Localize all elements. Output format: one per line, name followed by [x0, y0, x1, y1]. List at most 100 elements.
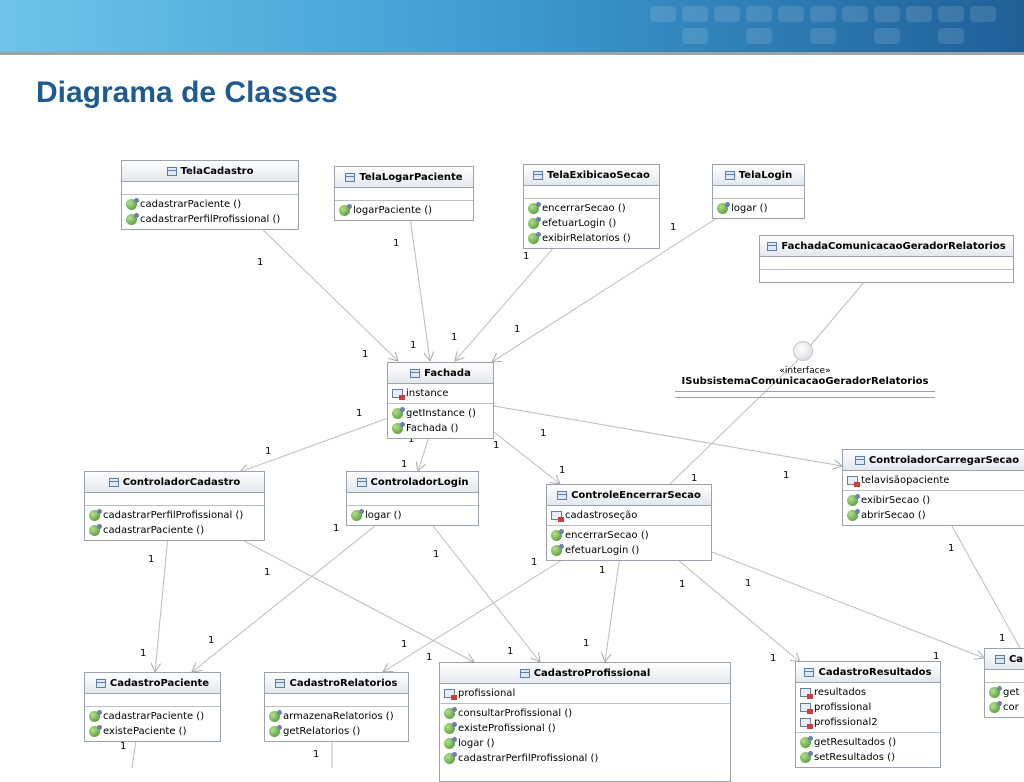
attribute-row[interactable]: resultados [800, 685, 936, 700]
class-fachadacomunicacao[interactable]: FachadaComunicacaoGeradorRelatorios [759, 235, 1014, 283]
multiplicity-label: 1 [540, 428, 546, 439]
attribute-row[interactable]: profissional [444, 686, 726, 701]
class-name: CadastroProfissional [533, 667, 651, 679]
multiplicity-label: 1 [401, 459, 407, 470]
attributes-compartment [760, 257, 1013, 270]
method-row[interactable]: cadastrarPerfilProfissional () [89, 508, 260, 523]
method-row[interactable]: getResultados () [800, 735, 936, 750]
page-title: Diagrama de Classes [36, 76, 338, 109]
method-icon [269, 710, 282, 722]
method-row[interactable]: exibirSecao () [847, 493, 1024, 508]
method-icon [528, 217, 541, 229]
method-row[interactable]: encerrarSecao () [528, 201, 655, 216]
attribute-row[interactable]: profissional [800, 700, 936, 715]
multiplicity-label: 1 [745, 578, 751, 589]
class-telaexibicaosecao[interactable]: TelaExibicaoSecao encerrarSecao ()efetuar… [523, 164, 660, 249]
banner-decoration [874, 6, 900, 22]
method-row[interactable]: cadastrarPaciente () [126, 197, 294, 212]
edge-controladorcadastro-cadastropaciente [155, 535, 169, 672]
attribute-row[interactable]: instance [392, 386, 489, 401]
multiplicity-label: 1 [514, 324, 520, 335]
method-name: Fachada () [406, 423, 459, 434]
class-controladorlogin[interactable]: ControladorLogin logar () [346, 471, 479, 526]
method-row[interactable]: cadastrarPerfilProfissional () [444, 751, 726, 766]
multiplicity-label: 1 [120, 741, 126, 752]
class-header: CadastroPaciente [85, 673, 220, 694]
class-cadastroprofissional[interactable]: CadastroProfissional profissional consulta… [439, 662, 731, 782]
method-row[interactable]: logar () [444, 736, 726, 751]
method-row[interactable]: setResultados () [800, 750, 936, 765]
multiplicity-label: 1 [933, 651, 939, 662]
attributes-compartment [347, 493, 478, 506]
operations-compartment: cadastrarPerfilProfissional ()cadastrarP… [85, 506, 264, 540]
method-name: getRelatorios () [283, 726, 361, 737]
method-row[interactable]: cadastrarPaciente () [89, 523, 260, 538]
method-row[interactable]: cadastrarPaciente () [89, 709, 216, 724]
banner-decoration [938, 28, 964, 44]
method-row[interactable]: existeProfissional () [444, 721, 726, 736]
multiplicity-label: 1 [257, 257, 263, 268]
method-icon [444, 752, 457, 764]
edge-telalogin-fachada [492, 215, 721, 362]
method-icon [126, 198, 139, 210]
banner-decoration [874, 28, 900, 44]
method-row[interactable]: cadastrarPerfilProfissional () [126, 212, 294, 227]
method-row[interactable]: efetuarLogin () [551, 543, 707, 558]
method-row[interactable]: get [989, 685, 1024, 700]
multiplicity-label: 1 [999, 633, 1005, 644]
header-divider [0, 52, 1024, 55]
class-cadastropaciente[interactable]: CadastroPaciente cadastrarPaciente ()exis… [84, 672, 221, 742]
method-row[interactable]: efetuarLogin () [528, 216, 655, 231]
class-name: TelaExibicaoSecao [547, 169, 650, 181]
method-row[interactable]: exibirRelatorios () [528, 231, 655, 246]
method-row[interactable]: logar () [351, 508, 474, 523]
attribute-row[interactable]: profissional2 [800, 715, 936, 730]
attribute-name: instance [406, 388, 449, 399]
class-name: CadastroRelatorios [289, 677, 398, 689]
method-row[interactable]: logar () [717, 201, 800, 216]
class-name: ControladorLogin [370, 476, 469, 488]
multiplicity-label: 1 [356, 408, 362, 419]
method-row[interactable]: Fachada () [392, 421, 489, 436]
attribute-row[interactable]: telavisãopaciente [847, 473, 1024, 488]
operations-compartment: consultarProfissional ()existeProfission… [440, 704, 730, 768]
interface-ISubsistemaComunicacaoGeradorRelatorios[interactable]: «interface» ISubsistemaComunicacaoGerado… [675, 366, 935, 398]
class-controladorcadastro[interactable]: ControladorCadastro cadastrarPerfilProfis… [84, 471, 265, 541]
header-banner [0, 0, 1024, 52]
method-row[interactable]: cor [989, 700, 1024, 715]
class-name: ControladorCarregarSecao [868, 454, 1020, 466]
method-row[interactable]: logarPaciente () [339, 203, 469, 218]
edge-controleencerrarsecao-cadastroprofissional [605, 554, 621, 662]
attribute-row[interactable]: cadastroseção [551, 508, 707, 523]
method-row[interactable]: armazenaRelatorios () [269, 709, 404, 724]
method-row[interactable]: encerrarSecao () [551, 528, 707, 543]
class-header: CadastroResultados [796, 662, 940, 683]
method-icon [126, 213, 139, 225]
class-controladorcarregarsecao[interactable]: ControladorCarregarSecao telavisãopacient… [842, 449, 1024, 526]
method-row[interactable]: consultarProfissional () [444, 706, 726, 721]
class-telacadastro[interactable]: TelaCadastro cadastrarPaciente ()cadastra… [121, 160, 299, 230]
class-name: CadastroResultados [818, 666, 932, 678]
attribute-name: telavisãopaciente [861, 475, 950, 486]
edge-telalogarpaciente-fachada [409, 216, 430, 361]
method-row[interactable]: existePaciente () [89, 724, 216, 739]
class-header: ControladorCadastro [85, 472, 264, 493]
multiplicity-label: 1 [559, 465, 565, 476]
method-row[interactable]: getInstance () [392, 406, 489, 421]
class-cadastrorelatorios[interactable]: CadastroRelatorios armazenaRelatorios () g… [264, 672, 409, 742]
class-header: TelaCadastro [122, 161, 298, 182]
multiplicity-label: 1 [426, 652, 432, 663]
multiplicity-label: 1 [493, 440, 499, 451]
method-row[interactable]: getRelatorios () [269, 724, 404, 739]
multiplicity-label: 1 [265, 446, 271, 457]
edge-telaexibicaosecao-fachada [455, 245, 556, 361]
method-row[interactable]: abrirSecao () [847, 508, 1024, 523]
interface-lollipop [793, 341, 813, 361]
